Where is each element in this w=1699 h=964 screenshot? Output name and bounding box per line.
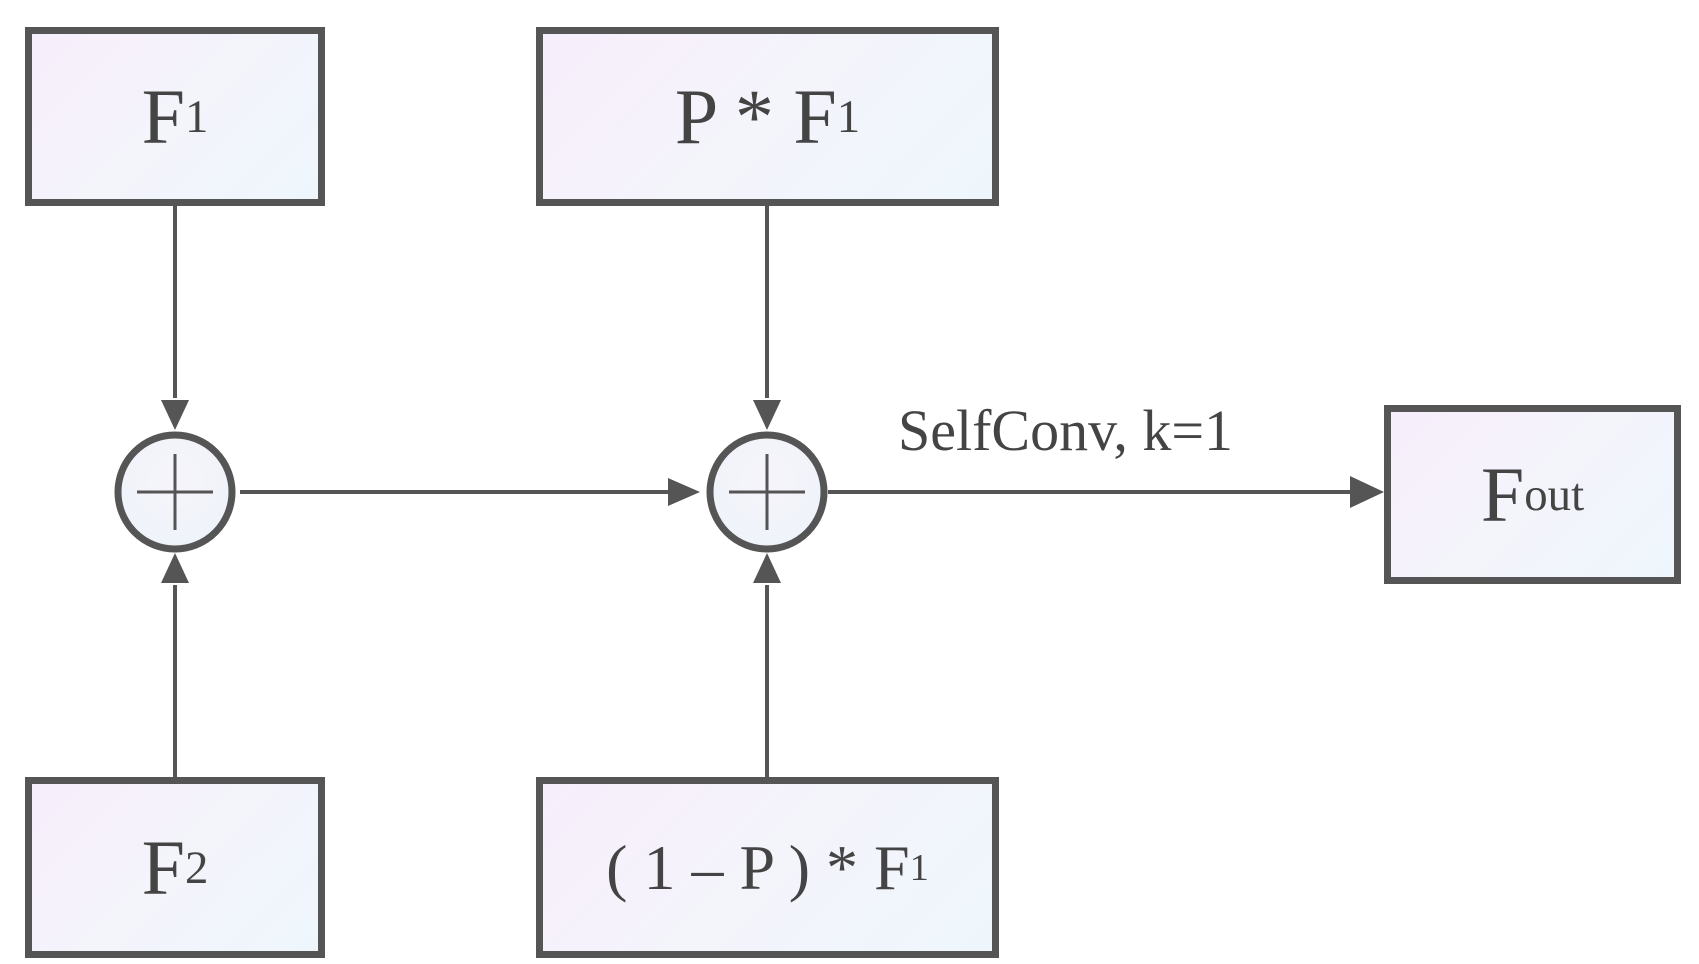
- edge-sum1-to-sum2: [240, 478, 700, 506]
- plus-icon: [729, 454, 805, 530]
- edge-sum2-to-fout: [828, 476, 1384, 508]
- node-f2-main: F: [141, 823, 185, 911]
- sum-node-2: [706, 431, 828, 553]
- plus-icon: [137, 454, 213, 530]
- sum-node-1: [114, 431, 236, 553]
- edge-1pf1-to-sum2: [753, 553, 781, 777]
- node-f1-main: F: [141, 72, 185, 160]
- selfconv-label: SelfConv, k=1: [898, 398, 1234, 463]
- edge-pf1-to-sum2: [753, 206, 781, 430]
- node-p-times-f1-main: P * F: [674, 72, 837, 160]
- node-fout-main: F: [1480, 450, 1525, 538]
- node-one-minus-p-times-f1-main: ( 1 – P ) * F: [606, 831, 910, 903]
- edge-f2-to-sum1: [161, 553, 189, 777]
- edge-f1-to-sum1: [161, 206, 189, 430]
